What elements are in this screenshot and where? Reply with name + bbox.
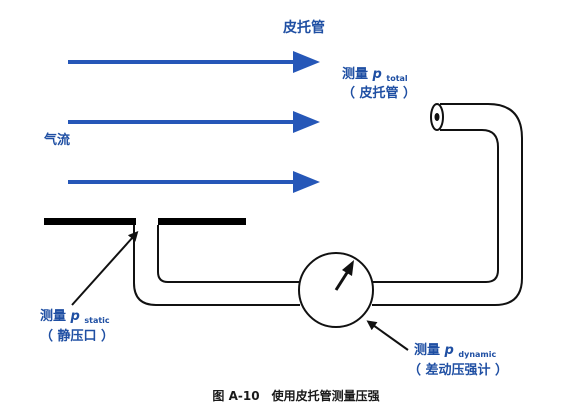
dynamic-pointer-arrow (366, 320, 409, 351)
pitot-opening-hole (434, 113, 440, 121)
static-symbol: p (70, 309, 80, 324)
total-symbol: p (372, 67, 382, 82)
static-pointer-arrow (71, 231, 139, 306)
total-sub-line: （ 皮托管 ） (342, 85, 416, 101)
static-surface (44, 218, 246, 225)
svg-text:测量 p dynamic: 测量 p dynamic (414, 342, 496, 359)
airflow-arrow (68, 171, 320, 193)
dynamic-symbol: p (444, 343, 454, 358)
total-pressure-label: 测量 p total （ 皮托管 ） (342, 66, 416, 101)
airflow-arrow (68, 51, 320, 73)
total-subscript: total (386, 74, 408, 83)
svg-text:测量 p total: 测量 p total (342, 66, 408, 83)
static-sub-line: （ 静压口 ） (40, 328, 114, 344)
dynamic-pressure-label: 测量 p dynamic （ 差动压强计 ） (408, 342, 508, 378)
airflow-arrow (68, 111, 320, 133)
static-prefix: 测量 (40, 308, 71, 324)
airflow-label: 气流 (44, 132, 70, 148)
total-prefix: 测量 (342, 66, 373, 82)
dynamic-prefix: 测量 (414, 342, 445, 358)
dynamic-sub-line: （ 差动压强计 ） (408, 362, 508, 378)
manometer (298, 252, 374, 328)
airflow-arrows (68, 51, 320, 193)
static-pressure-label: 测量 p static （ 静压口 ） (40, 308, 114, 344)
figure-caption: 图 A-10 使用皮托管测量压强 (212, 388, 379, 403)
dynamic-subscript: dynamic (458, 350, 496, 359)
tubing (133, 103, 523, 306)
diagram-title: 皮托管 (282, 19, 325, 36)
pointer-arrows (71, 231, 409, 351)
static-subscript: static (84, 316, 110, 325)
svg-text:测量 p static: 测量 p static (40, 308, 110, 325)
